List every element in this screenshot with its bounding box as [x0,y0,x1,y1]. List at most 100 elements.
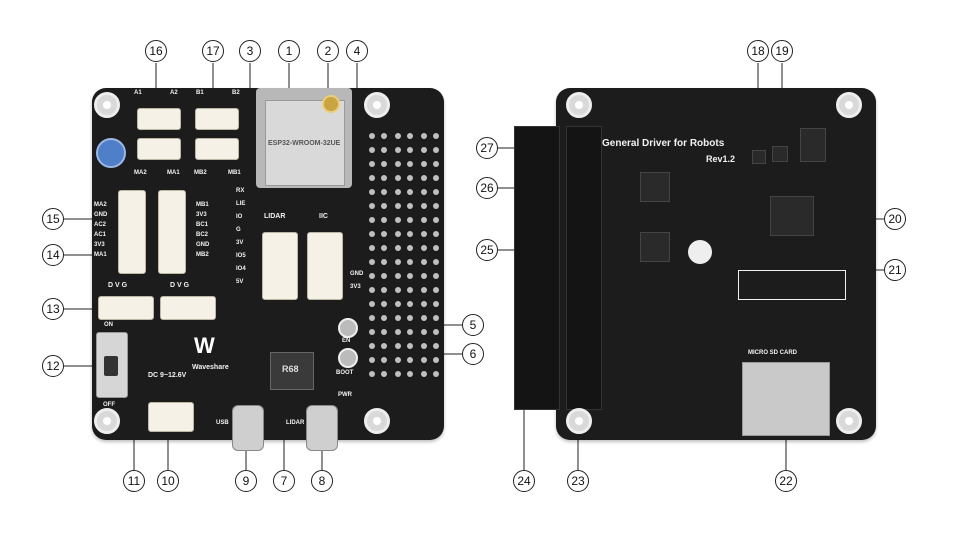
io-label: LIE [236,201,246,207]
label-b1: B1 [196,90,204,96]
label-ma1: MA1 [167,170,180,176]
callout-25: 25 [476,239,498,261]
encoder-connector-b [195,108,239,130]
mosfet-region [738,270,846,300]
callout-22: 22 [775,470,797,492]
io-label: IO [236,214,243,220]
callout-17: 17 [202,40,224,62]
callout-19: 19 [771,40,793,62]
antenna-connector [322,95,340,113]
mount-hole [94,408,120,434]
qc-sticker [688,240,712,264]
usb-c-port [232,405,264,451]
lidar-connector [262,232,298,300]
label-mb1: MB1 [228,170,241,176]
dc-power-connector [148,402,194,432]
servo-connector-right [160,296,216,320]
inductor-label: R68 [282,364,299,374]
label-mb2: MB2 [194,170,207,176]
ina219-chip [772,146,788,162]
boot-button [338,348,358,368]
callout-16: 16 [145,40,167,62]
io-label: 5V [236,279,244,285]
pin-label: MA1 [94,252,107,258]
io-label: IO4 [236,266,246,272]
pin-label: MA2 [94,202,107,208]
ph20-connector-left [118,190,146,274]
motor-driver-chip-2 [640,232,670,262]
callout-20: 20 [884,208,906,230]
label-b2: B2 [232,90,240,96]
level-shifter-chip [770,196,814,236]
motor-connector-b [195,138,239,160]
callout-4: 4 [346,40,368,62]
pin-label: AC1 [94,232,107,238]
label-usb: USB [216,420,229,426]
callout-27: 27 [476,137,498,159]
callout-15: 15 [42,208,64,230]
io-label: G [236,227,241,233]
callout-2: 2 [317,40,339,62]
en-button [338,318,358,338]
label-a1: A1 [134,90,142,96]
callout-3: 3 [239,40,261,62]
label-micro-sd: MICRO SD CARD [748,350,797,356]
pin-label: MB2 [196,252,209,258]
pin-label: GND [94,212,108,218]
right-pin-labels: MB1 3V3 BC1 BC2 GND MB2 [196,202,209,259]
gpio-header-back-outer [514,126,560,410]
esp32-shield [265,100,345,186]
gpio-header-front [369,133,439,377]
inductor [270,352,314,390]
mount-hole [364,408,390,434]
io-label: RX [236,188,245,194]
callout-8: 8 [311,470,333,492]
io-label: 3V [236,240,244,246]
waveshare-logo: W [194,333,215,358]
pin-label: MB1 [196,202,209,208]
callout-13: 13 [42,298,64,320]
label-a2: A2 [170,90,178,96]
esp32-module-label: ESP32-WROOM-32UE [268,140,341,147]
gpio-header-back-inner [566,126,602,410]
label-ma2: MA2 [134,170,147,176]
mount-hole [566,408,592,434]
callout-5: 5 [462,314,484,336]
mount-hole [836,92,862,118]
pin-label: AC2 [94,222,107,228]
motor-connector-a [137,138,181,160]
imu-chip [752,150,766,164]
io-pin-labels: RX LIE IO G 3V IO5 IO4 5V [236,188,246,286]
board-title: General Driver for Robots [602,138,725,149]
servo-connector-left [98,296,154,320]
label-boot: BOOT [336,370,354,376]
power-switch-knob [104,356,118,376]
callout-10: 10 [157,470,179,492]
pin-label: 3V3 [94,242,105,248]
pin-label: GND [196,242,210,248]
mount-hole [836,408,862,434]
callout-24: 24 [513,470,535,492]
pin-label: BC2 [196,232,209,238]
label-gnd: GND [350,271,364,277]
sd-card-slot [742,362,830,436]
ph20-connector-right [158,190,186,274]
label-3v3: 3V3 [350,284,361,290]
label-pwr: PWR [338,392,352,398]
io-label: IO5 [236,253,246,259]
callout-26: 26 [476,177,498,199]
iic-connector [307,232,343,300]
callout-7: 7 [273,470,295,492]
mount-hole [94,92,120,118]
callout-11: 11 [123,470,145,492]
brand-label: Waveshare [192,364,229,371]
label-dc-input: DC 9~12.6V [148,372,187,379]
lidar-usb-c-port [306,405,338,451]
label-off: OFF [103,402,115,408]
pin-label: BC1 [196,222,209,228]
label-on: ON [104,322,113,328]
callout-23: 23 [567,470,589,492]
label-lidar-port: LIDAR [286,420,305,426]
label-en: EN [342,338,351,344]
